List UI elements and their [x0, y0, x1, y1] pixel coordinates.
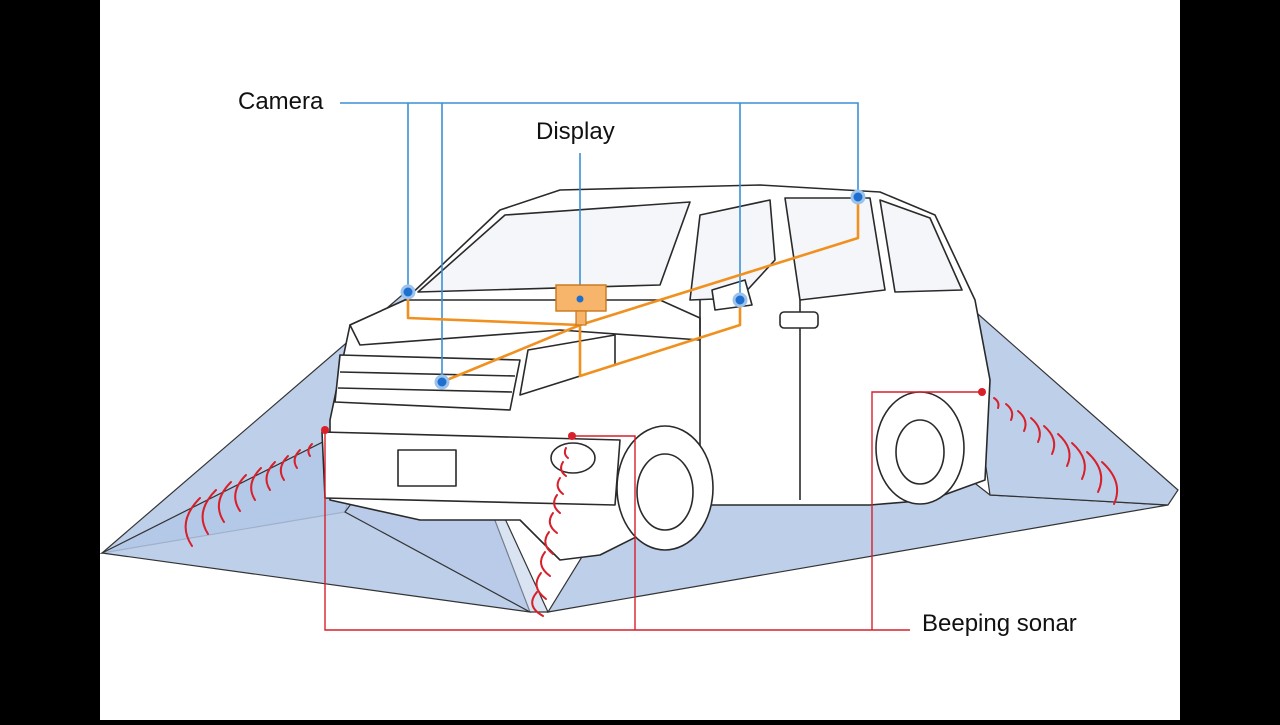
sonar-leader-rear	[871, 391, 982, 630]
fog-lamp	[550, 442, 596, 474]
sonar-dot-icon	[978, 388, 986, 396]
display-wiring	[406, 197, 860, 384]
sonar-waves	[184, 397, 1118, 617]
sonar-arc	[1086, 451, 1103, 493]
sonar-arc	[234, 474, 247, 512]
sonar-arc	[553, 494, 561, 514]
rear-wheel-hub	[895, 419, 945, 485]
sonar-arc	[1043, 425, 1056, 455]
sonar-arc	[307, 443, 313, 457]
sonar-leaders	[324, 391, 982, 631]
sonar-arc	[201, 489, 217, 535]
sonar-arc	[544, 531, 554, 555]
sonar-arc	[535, 572, 547, 600]
sonar-arc	[560, 461, 567, 477]
sonar-arc	[563, 447, 569, 459]
camera-dot-icon	[434, 374, 450, 390]
sonar-arc	[293, 449, 301, 469]
wire-left-camera	[406, 292, 581, 327]
sonar-arc	[250, 467, 262, 501]
sonar-arc	[217, 481, 232, 523]
grille-line	[339, 371, 516, 377]
display-label: Display	[536, 118, 615, 145]
sonar-arc	[556, 477, 564, 495]
display-dot-icon	[576, 295, 584, 303]
sonar-arc	[540, 551, 551, 577]
camera-leaders	[340, 102, 859, 382]
license-plate	[397, 449, 457, 487]
camera-dot-icon	[850, 189, 866, 205]
sonar-dot-icon	[321, 426, 329, 434]
van-side-window-mid	[784, 197, 886, 301]
sonar-waves-front	[531, 447, 569, 617]
sonar-dots	[321, 388, 986, 440]
camera-label: Camera	[238, 88, 324, 115]
sonar-arc	[531, 591, 544, 617]
camera-dot-icon	[400, 284, 416, 300]
sonar-dot-icon	[568, 432, 576, 440]
beeping-sonar-label: Beeping sonar	[922, 610, 1077, 637]
van-outline	[321, 184, 991, 561]
camera-leader-top	[340, 102, 859, 197]
sonar-leader-front	[572, 435, 636, 630]
wire-mirror-camera	[578, 300, 742, 378]
sonar-arc	[279, 455, 289, 481]
sonar-arc	[548, 512, 558, 534]
van-bumper	[321, 431, 621, 506]
sonar-arc	[1017, 410, 1027, 432]
sonar-arc	[1057, 433, 1071, 467]
sonar-arc	[1101, 461, 1118, 505]
van-grille	[334, 354, 521, 411]
sonar-waves-rear	[993, 397, 1118, 505]
wire-rear-camera	[579, 197, 860, 327]
sonar-arc	[265, 461, 276, 491]
front-wheel-hub	[636, 453, 694, 531]
camera-dot-icon	[732, 292, 748, 308]
sonar-arc	[1030, 417, 1041, 443]
sonar-arc	[1005, 403, 1014, 421]
grille-line	[337, 387, 513, 393]
door-handle	[779, 311, 819, 329]
camera-dots	[400, 189, 866, 390]
display-stand	[575, 310, 587, 326]
wire-front-camera	[441, 323, 581, 384]
sonar-leader-left	[324, 430, 910, 631]
sonar-arc	[184, 497, 201, 547]
sonar-waves-left	[184, 443, 313, 547]
sonar-arc	[993, 397, 1000, 409]
van-side-window-rear	[879, 199, 963, 293]
sonar-arc	[1071, 442, 1086, 480]
van-side-window-front	[689, 199, 776, 301]
